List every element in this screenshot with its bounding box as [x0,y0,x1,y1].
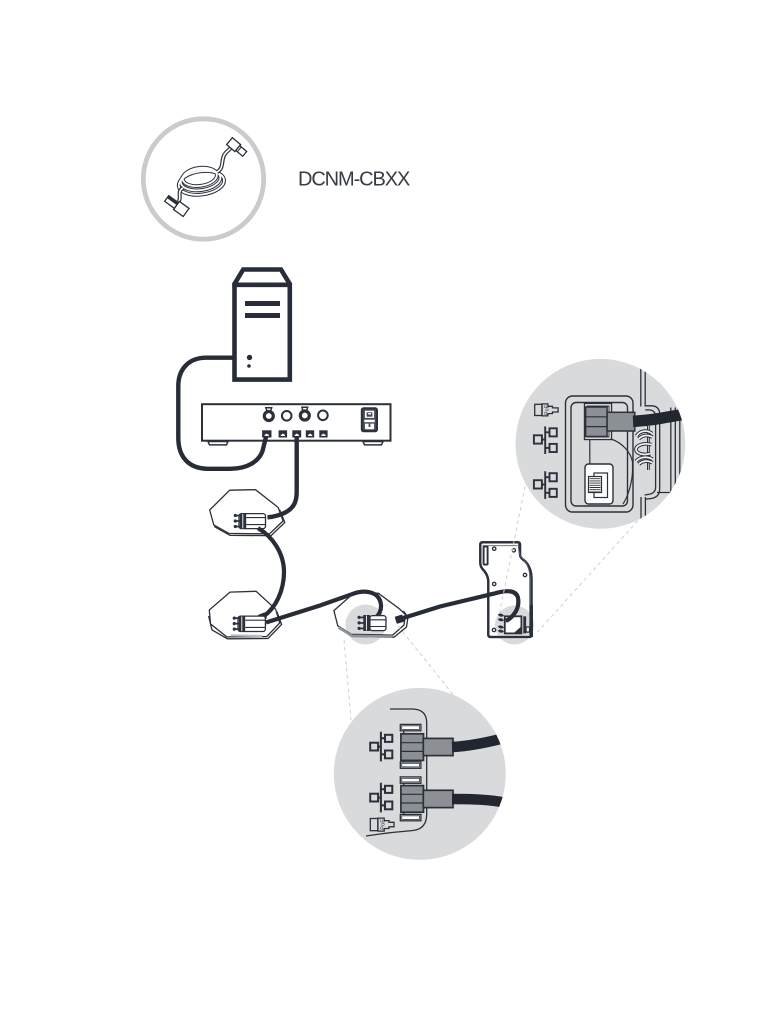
svg-text:DCNM-CBXX: DCNM-CBXX [298,169,410,191]
svg-text:PoE: PoE [544,404,550,415]
svg-text:PoE: PoE [381,819,387,830]
